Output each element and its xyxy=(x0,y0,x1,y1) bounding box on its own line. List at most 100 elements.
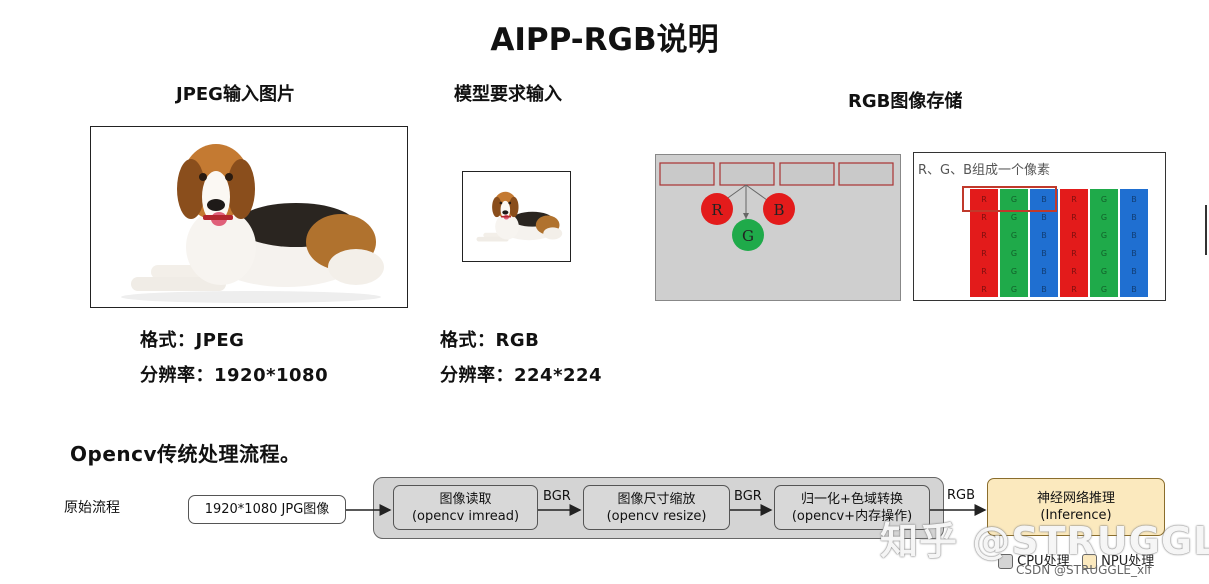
pixel-cell-letter: R xyxy=(981,285,987,294)
pixel-cell-r xyxy=(970,225,998,243)
rgb-memory-panel: R B G xyxy=(655,154,901,301)
pixel-cell-r xyxy=(1060,189,1088,207)
pixel-cell-b xyxy=(1030,189,1058,207)
pixel-cell-letter: B xyxy=(1131,285,1137,294)
pixel-highlight-box xyxy=(962,186,1057,212)
channel-r-circle: R xyxy=(701,193,733,225)
pixel-cell-b xyxy=(1120,207,1148,225)
pixel-cell-letter: R xyxy=(981,231,987,240)
pixel-cell-letter: R xyxy=(981,213,987,222)
pixel-cell-letter: G xyxy=(1011,249,1017,258)
pixel-cell-letter: R xyxy=(1071,213,1077,222)
pixel-cell-letter: R xyxy=(1071,231,1077,240)
rgb-memory-diagram: R B G xyxy=(659,162,894,251)
pipeline-input-box: 1920*1080 JPG图像 xyxy=(188,495,346,524)
pixel-caption: R、G、B组成一个像素 xyxy=(918,163,1051,178)
jpeg-resolution-line: 分辨率：1920*1080 xyxy=(140,365,329,386)
pixel-cell-letter: B xyxy=(1131,249,1137,258)
rgb-column-heading: RGB图像存储 xyxy=(848,91,963,112)
pixel-cell-b xyxy=(1030,243,1058,261)
pixel-cell-b xyxy=(1030,225,1058,243)
pixel-cell-b xyxy=(1120,279,1148,297)
pixel-cell-letter: G xyxy=(1101,267,1107,276)
inference-title: 神经网络推理 xyxy=(1036,491,1115,506)
pixel-cell-letter: R xyxy=(1071,195,1077,204)
pixel-cell-r xyxy=(970,189,998,207)
pixel-cell-b xyxy=(1120,261,1148,279)
pixel-cell-letter: B xyxy=(1041,195,1047,204)
pixel-cell-letter: G xyxy=(1101,213,1107,222)
edge-label-bgr-2: BGR xyxy=(734,489,762,504)
pixel-cell-letter: R xyxy=(981,267,987,276)
pixel-cell-letter: B xyxy=(1131,195,1137,204)
pixel-cell-letter: B xyxy=(1041,213,1047,222)
step-imread-title: 图像读取 xyxy=(439,491,492,507)
svg-text:G: G xyxy=(742,227,754,245)
pixel-cell-r xyxy=(1060,279,1088,297)
dog-illustration-small xyxy=(476,191,563,242)
pixel-cell-g xyxy=(1000,225,1028,243)
pixel-cell-letter: B xyxy=(1041,285,1047,294)
step-resize-box: 图像尺寸缩放 (opencv resize) xyxy=(583,485,730,530)
step-resize-title: 图像尺寸缩放 xyxy=(617,491,696,507)
pixel-cell-r xyxy=(1060,225,1088,243)
pixel-cell-g xyxy=(1090,207,1118,225)
pixel-cell-g xyxy=(1090,225,1118,243)
pixel-cell-g xyxy=(1000,261,1028,279)
pixel-cell-r xyxy=(970,261,998,279)
pipeline-row-label: 原始流程 xyxy=(64,500,120,516)
dog-illustration-large xyxy=(121,144,384,303)
pixel-cell-g xyxy=(1000,279,1028,297)
pixel-cell-g xyxy=(1090,279,1118,297)
pixel-cell-b xyxy=(1030,261,1058,279)
pixel-cell-letter: B xyxy=(1041,249,1047,258)
pixel-cell-b xyxy=(1120,243,1148,261)
step-normalize-title: 归一化+色域转换 xyxy=(801,491,903,507)
jpeg-input-image xyxy=(90,126,408,308)
pixel-cell-g xyxy=(1090,243,1118,261)
pixel-cell-letter: G xyxy=(1011,285,1017,294)
csdn-watermark: CSDN @STRUGGLE_xlf xyxy=(1016,563,1152,577)
pixel-cell-b xyxy=(1120,225,1148,243)
pixel-cell-letter: R xyxy=(981,195,987,204)
pixel-cell-b xyxy=(1120,189,1148,207)
pixel-cell-b xyxy=(1030,279,1058,297)
inference-sub: (Inference) xyxy=(1040,508,1112,523)
model-resolution-line: 分辨率：224*224 xyxy=(440,365,603,386)
step-resize-sub: (opencv resize) xyxy=(606,508,707,524)
pixel-cell-letter: G xyxy=(1011,213,1017,222)
legend-npu-label: NPU处理 xyxy=(1101,554,1155,569)
svg-text:R: R xyxy=(711,201,723,219)
pixel-cell-g xyxy=(1090,261,1118,279)
jpeg-column-heading: JPEG输入图片 xyxy=(176,84,295,105)
pixel-cell-letter: R xyxy=(1071,249,1077,258)
pixel-cell-letter: B xyxy=(1041,231,1047,240)
pixel-cell-letter: B xyxy=(1131,267,1137,276)
step-normalize-sub: (opencv+内存操作) xyxy=(791,508,913,524)
pixel-cell-letter: B xyxy=(1041,267,1047,276)
pixel-cell-letter: B xyxy=(1131,213,1137,222)
pixel-cell-r xyxy=(970,243,998,261)
zhihu-watermark: 知乎 @STRUGGLE xyxy=(880,519,1209,563)
model-input-image xyxy=(462,171,571,262)
svg-text:B: B xyxy=(773,201,784,219)
legend-cpu-label: CPU处理 xyxy=(1017,554,1070,569)
pixel-cell-letter: G xyxy=(1101,231,1107,240)
pixel-cell-letter: G xyxy=(1011,195,1017,204)
pixel-cell-g xyxy=(1000,189,1028,207)
inference-box: 神经网络推理 (Inference) xyxy=(987,478,1165,536)
page-title: AIPP-RGB说明 xyxy=(490,22,719,58)
legend-cpu-swatch xyxy=(998,554,1013,569)
legend-npu-swatch xyxy=(1081,554,1097,569)
pixel-cell-letter: G xyxy=(1011,231,1017,240)
model-column-heading: 模型要求输入 xyxy=(454,84,562,105)
pixel-cell-letter: G xyxy=(1101,249,1107,258)
jpeg-format-line: 格式：JPEG xyxy=(140,330,245,351)
pixel-cell-letter: R xyxy=(981,249,987,258)
edge-divider xyxy=(1205,205,1207,255)
pixel-cell-letter: R xyxy=(1071,285,1077,294)
pixel-cell-r xyxy=(970,279,998,297)
legend: CPU处理 NPU处理 xyxy=(998,550,1154,569)
